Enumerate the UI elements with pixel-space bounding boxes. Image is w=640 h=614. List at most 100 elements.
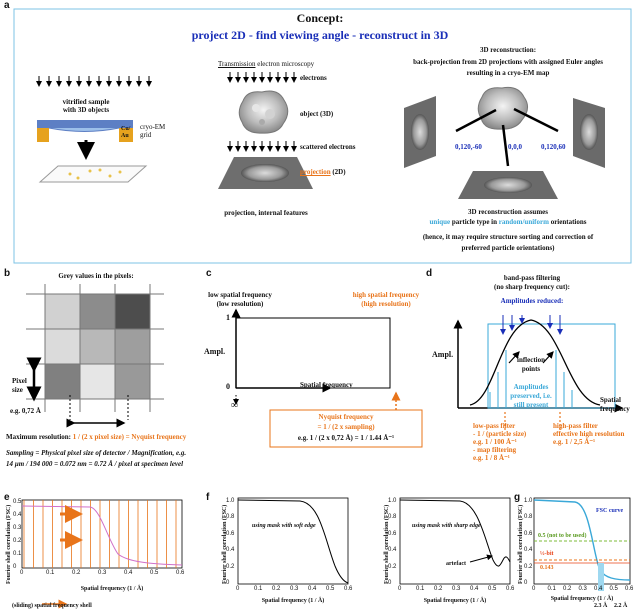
panel-f-left-plot xyxy=(237,497,349,585)
e-x-tick: 0.3 xyxy=(98,570,107,576)
reduced-arrows xyxy=(500,315,563,335)
pixel-cell xyxy=(115,294,150,329)
grey-values-title: Grey values in the pixels: xyxy=(58,272,134,280)
sample-plane xyxy=(38,165,148,183)
f-right-x-label: Spatial frequency (1 / Å) xyxy=(423,598,487,604)
g-x-tick: 0.4 xyxy=(594,586,603,592)
f-right-x-tick: 0.5 xyxy=(488,586,497,592)
inflection-label: inflection points xyxy=(517,356,545,373)
e-shell-label: (sliding) spatial frequency shell xyxy=(12,603,92,609)
g-y-tick: 0.8 xyxy=(524,514,533,520)
nyquist-title: Nyquist frequency xyxy=(318,413,374,421)
e-y-label: Fourier shell correlation (FSC) xyxy=(6,504,12,584)
f-left-x-tick: 0.1 xyxy=(254,586,263,592)
projection-2d xyxy=(218,157,313,189)
c-y-zero: 0 xyxy=(226,382,230,391)
pixel-cell xyxy=(45,364,80,399)
f-artefact: artefact xyxy=(446,561,466,567)
thr-0143: 0.143 xyxy=(540,565,554,571)
g-x-tick: 0.1 xyxy=(547,586,556,592)
backprojection-lines xyxy=(455,107,559,167)
panel-label-e: e xyxy=(4,492,10,503)
f-left-x-tick: 0.5 xyxy=(326,586,335,592)
res-b: 2.2 Å xyxy=(614,603,628,609)
panel-f-right-plot xyxy=(399,497,511,585)
assumes-title: 3D reconstruction assumes xyxy=(468,208,548,216)
e-y-tick: 0.3 xyxy=(13,525,22,531)
nyquist-box xyxy=(269,409,423,448)
object-3d xyxy=(238,90,289,134)
g-y-tick: 0.6 xyxy=(524,530,533,537)
pixel-grid-lines xyxy=(26,284,164,412)
infinity-symbol: ∞ xyxy=(231,400,239,411)
f-left-y-tick: 0.6 xyxy=(226,530,235,537)
pixel-cell xyxy=(80,294,115,329)
g-y-tick: 1.0 xyxy=(524,497,533,504)
grid-metal-label: Cu/ Au xyxy=(121,126,131,139)
g-x-tick: 0 xyxy=(532,586,536,592)
panel-a-frame xyxy=(13,8,632,264)
fsc-curve-label: FSC curve xyxy=(596,508,624,514)
pixel-example: e.g. 0,72 Å xyxy=(10,407,41,415)
electron-arrows-left xyxy=(36,76,152,87)
nyquist-eq: = 1 / (2 x sampling) xyxy=(317,423,375,431)
res-a: 2.3 Å xyxy=(594,603,608,609)
angle-left: 0,120,-60 xyxy=(455,143,482,151)
f-right-x-tick: 0.4 xyxy=(470,586,479,592)
f-left-y-tick: 0 xyxy=(226,580,230,586)
highpass-label: high-pass filter effective high resoluti… xyxy=(553,422,625,446)
f-left-x-tick: 0.6 xyxy=(344,586,353,592)
grid-label: cryo-EM grid xyxy=(140,123,166,139)
f-left-y-tick: 0.2 xyxy=(226,563,235,570)
c-y-one: 1 xyxy=(226,313,230,322)
f-right-y-tick: 0.2 xyxy=(388,563,397,570)
f-left-x-tick: 0.4 xyxy=(308,586,317,592)
bandpass-curve xyxy=(469,319,601,406)
e-x-tick: 0 xyxy=(20,570,24,576)
assumes-unique: unique xyxy=(429,218,451,226)
e-y-tick: 0.2 xyxy=(13,538,22,544)
angle-mid: 0,0,0 xyxy=(508,143,522,151)
e-x-tick: 0.2 xyxy=(72,570,81,576)
f-left-x-tick: 0 xyxy=(236,586,240,592)
f-left-x-tick: 0.2 xyxy=(272,586,281,592)
e-x-label: Spatial frequency (1 / Å) xyxy=(80,586,144,592)
f-left-y-tick: 0.4 xyxy=(226,547,235,553)
thr-05: 0.5 (not to be used) xyxy=(538,533,587,539)
assumes-random: random/uniform xyxy=(498,218,549,226)
c-x-label: Spatial frequency xyxy=(300,381,353,389)
assumes-end: orientations xyxy=(548,218,587,226)
scattered-label: scattered electrons xyxy=(300,143,356,151)
e-y-tick: 0.5 xyxy=(13,499,22,505)
f-left-y-tick: 0.8 xyxy=(226,514,235,520)
angle-right: 0,120,60 xyxy=(541,143,566,151)
f-right-x-tick: 0 xyxy=(398,586,402,592)
panel-label-f: f xyxy=(206,492,210,503)
f-right-y-tick: 0.8 xyxy=(388,514,397,520)
max-res-formula: 1 / (2 x pixel size) = Nyquist frequency xyxy=(72,433,187,441)
pixel-cell xyxy=(80,364,115,399)
panel-c-axes xyxy=(231,308,332,393)
projection-rest: (2D) xyxy=(332,168,346,176)
projection-caption: projection, internal features xyxy=(224,209,308,217)
bandpass-title: band-pass filtering (no sharp frequency … xyxy=(494,274,570,291)
low-freq-label: low spatial frequency (low resolution) xyxy=(208,291,272,308)
nyquist-example: e.g. 1 / (2 x 0,72 Å) = 1 / 1.44 Å⁻¹ xyxy=(297,434,395,442)
e-x-tick: 0.5 xyxy=(150,570,159,576)
amp-preserved: Amplitudes preserved, i.e. still present xyxy=(510,383,552,409)
tem-label: Transmission electron microscopy xyxy=(218,60,315,68)
g-y-tick: 0.2 xyxy=(524,563,533,570)
f-right-y-tick: 0 xyxy=(388,580,392,586)
max-resolution: Maximum resolution: 1 / (2 x pixel size)… xyxy=(6,433,186,441)
thr-half: ½-bit xyxy=(540,551,554,557)
f-right-x-tick: 0.3 xyxy=(452,586,461,592)
g-x-tick: 0.3 xyxy=(578,586,587,592)
projection-bottom xyxy=(458,171,558,199)
sample-label: vitrified sample with 3D objects xyxy=(62,98,110,114)
f-right-x-tick: 0.6 xyxy=(506,586,515,592)
pixel-cell xyxy=(45,329,80,364)
f-right-y-tick: 0.6 xyxy=(388,530,397,537)
panel-label-b: b xyxy=(4,268,11,279)
g-x-tick: 0.6 xyxy=(625,586,634,592)
scattered-arrows xyxy=(227,141,297,152)
